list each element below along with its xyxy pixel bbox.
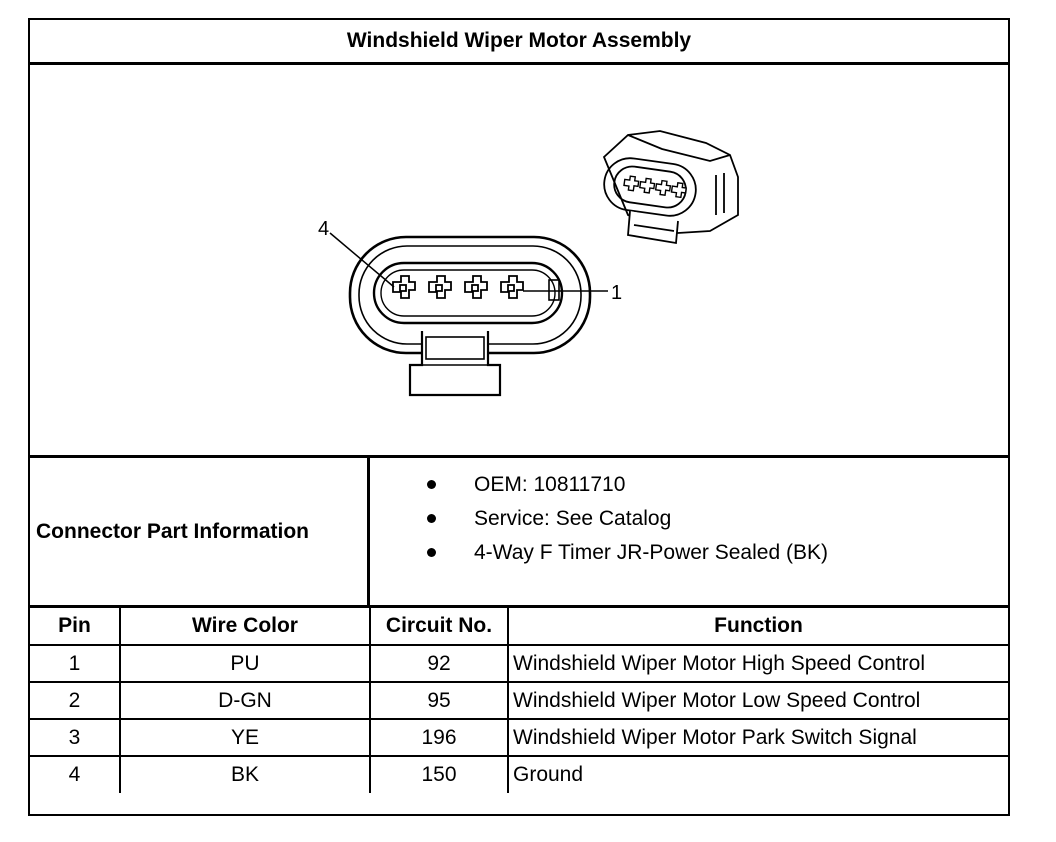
callout-4: 4 bbox=[318, 218, 329, 240]
pin-table-header: Pin Wire Color Circuit No. Function bbox=[30, 608, 1008, 646]
table-row: 2 D-GN 95 Windshield Wiper Motor Low Spe… bbox=[30, 681, 1008, 720]
pin-terminal-3 bbox=[428, 275, 452, 299]
cell-pin: 3 bbox=[30, 718, 121, 757]
cell-circuit-no: 196 bbox=[369, 718, 509, 757]
cell-pin: 1 bbox=[30, 644, 121, 683]
cell-function: Windshield Wiper Motor Low Speed Control bbox=[507, 681, 1008, 720]
callout-leader-4 bbox=[329, 232, 395, 288]
header-circuit-no: Circuit No. bbox=[369, 608, 509, 646]
callout-1: 1 bbox=[611, 282, 622, 304]
connector-info-list: OEM: 10811710 Service: See Catalog 4-Way… bbox=[370, 458, 1008, 615]
connector-illustration: 4 1 bbox=[30, 65, 1008, 458]
table-row: 1 PU 92 Windshield Wiper Motor High Spee… bbox=[30, 644, 1008, 683]
cell-circuit-no: 95 bbox=[369, 681, 509, 720]
connector-info-item: OEM: 10811710 bbox=[370, 468, 1008, 502]
header-wire-color: Wire Color bbox=[119, 608, 371, 646]
connector-isometric-view bbox=[602, 130, 739, 245]
connector-info-label: Connector Part Information bbox=[30, 458, 370, 605]
connector-part-information: Connector Part Information OEM: 10811710… bbox=[30, 458, 1008, 608]
cell-function: Ground bbox=[507, 755, 1008, 793]
cell-wire-color: D-GN bbox=[119, 681, 371, 720]
connector-front-view bbox=[348, 235, 592, 397]
pin-terminal-1 bbox=[500, 275, 524, 299]
cell-circuit-no: 150 bbox=[369, 755, 509, 793]
cell-function: Windshield Wiper Motor Park Switch Signa… bbox=[507, 718, 1008, 757]
connector-sheet: Windshield Wiper Motor Assembly bbox=[28, 18, 1010, 816]
pin-terminal-2 bbox=[464, 275, 488, 299]
cell-wire-color: YE bbox=[119, 718, 371, 757]
pin-table: Pin Wire Color Circuit No. Function 1 PU… bbox=[30, 608, 1008, 793]
sheet-title: Windshield Wiper Motor Assembly bbox=[30, 20, 1008, 65]
cell-wire-color: BK bbox=[119, 755, 371, 793]
cell-pin: 2 bbox=[30, 681, 121, 720]
connector-info-item: Service: See Catalog bbox=[370, 502, 1008, 536]
table-row: 3 YE 196 Windshield Wiper Motor Park Swi… bbox=[30, 718, 1008, 757]
bullet-icon bbox=[427, 480, 436, 489]
cell-function: Windshield Wiper Motor High Speed Contro… bbox=[507, 644, 1008, 683]
pin-terminal-4 bbox=[392, 275, 416, 299]
cell-circuit-no: 92 bbox=[369, 644, 509, 683]
cell-wire-color: PU bbox=[119, 644, 371, 683]
table-row: 4 BK 150 Ground bbox=[30, 755, 1008, 793]
connector-info-item: 4-Way F Timer JR-Power Sealed (BK) bbox=[370, 536, 1008, 570]
header-pin: Pin bbox=[30, 608, 121, 646]
connector-drawing: 4 1 bbox=[318, 130, 739, 397]
header-function: Function bbox=[507, 608, 1008, 646]
bullet-icon bbox=[427, 514, 436, 523]
bullet-icon bbox=[427, 548, 436, 557]
cell-pin: 4 bbox=[30, 755, 121, 793]
